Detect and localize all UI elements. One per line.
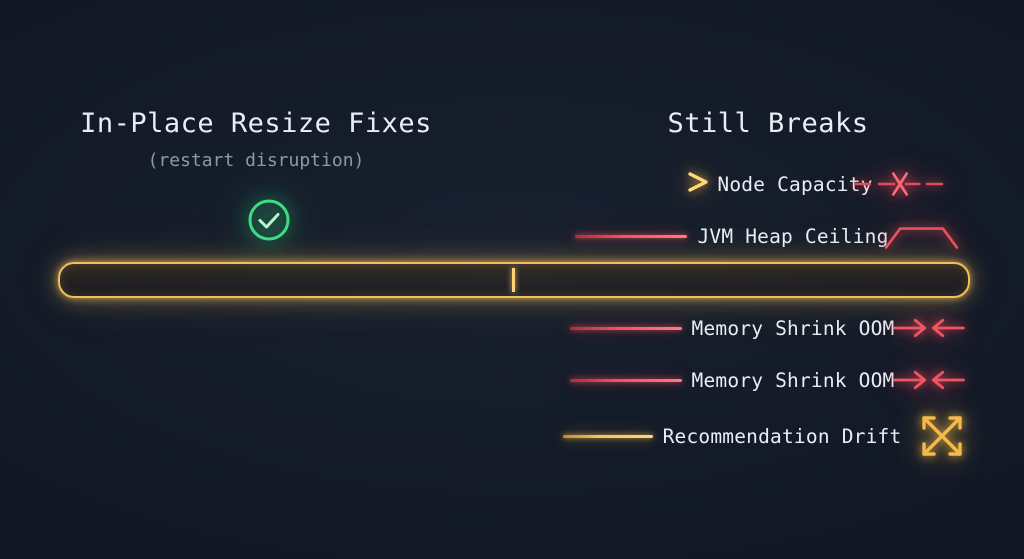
break-row-label: Memory Shrink OOM (691, 316, 895, 340)
expand-four-arrows-icon (911, 416, 973, 456)
arrow-line-icon (590, 172, 709, 196)
dashed-line-crossed-out-icon (853, 165, 945, 203)
break-row: Memory Shrink OOM (512, 360, 1024, 400)
check-circle-icon (245, 196, 293, 244)
capacity-bar (58, 262, 970, 298)
plateau-ceiling-icon (884, 217, 961, 255)
break-row: Node Capacity (512, 164, 1024, 204)
amber-line-segment (562, 434, 653, 438)
left-column-subtitle: (restart disruption) (147, 150, 365, 171)
left-column-title: In-Place Resize Fixes (80, 108, 432, 139)
break-row: Memory Shrink OOM (512, 308, 1024, 348)
converging-arrows-icon (893, 309, 966, 347)
red-line-segment (569, 326, 682, 330)
break-row-label: Memory Shrink OOM (691, 368, 895, 392)
right-column-title: Still Breaks (667, 108, 869, 139)
converging-arrows-icon (893, 361, 966, 399)
break-row: JVM Heap Ceiling (512, 216, 1024, 256)
break-row: Recommendation Drift (512, 416, 1024, 456)
capacity-bar-divider (512, 268, 515, 292)
break-row-label: JVM Heap Ceiling (697, 224, 889, 248)
red-line-segment (575, 234, 688, 238)
break-row-label: Node Capacity (717, 172, 873, 196)
break-row-label: Recommendation Drift (662, 424, 902, 448)
red-line-segment (569, 378, 682, 382)
